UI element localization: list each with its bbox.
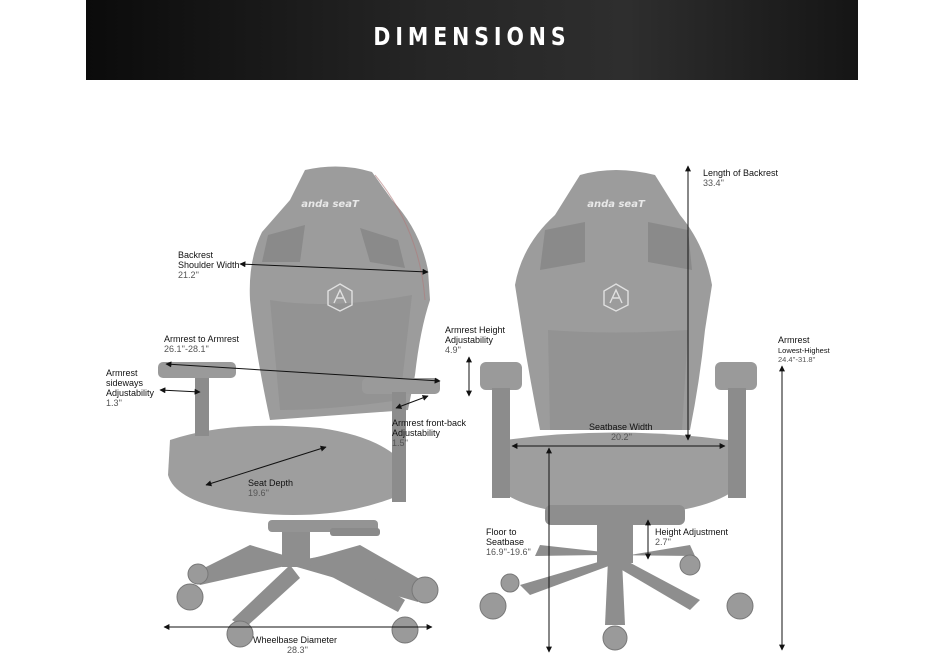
label-value: 24.4''-31.8'' [778, 355, 816, 364]
label-floor-to-seatbase: Floor to Seatbase 16.9''-19.6'' [486, 527, 531, 557]
label-value: 26.1''-28.1'' [164, 344, 209, 354]
label-text: Wheelbase Diameter [253, 635, 338, 645]
label-text: Armrest [106, 368, 138, 378]
label-value: 16.9''-19.6'' [486, 547, 531, 557]
label-value: 33.4'' [703, 178, 724, 188]
label-text: Height Adjustment [655, 527, 729, 537]
label-armrest-to-armrest: Armrest to Armrest 26.1''-28.1'' [164, 334, 239, 354]
arrow-armrest-to-armrest [165, 361, 441, 384]
label-text: Adjustability [106, 388, 155, 398]
arrow-armrest-front-back [395, 395, 429, 409]
page-title: DIMENSIONS [373, 22, 571, 51]
label-text: Adjustability [392, 428, 441, 438]
label-text: sideways [106, 378, 144, 388]
label-text: Armrest Height [445, 325, 506, 335]
label-text: Seat Depth [248, 478, 294, 488]
arrow-armrest-sideways [159, 387, 201, 395]
label-text: Adjustability [445, 335, 494, 345]
label-subtext: Lowest-Highest [778, 346, 830, 355]
label-value: 2.7'' [655, 537, 671, 547]
brand-logo-right: anda seaT [587, 199, 646, 210]
chair-right-illustration: anda seaT [479, 170, 757, 651]
label-value: 1.5'' [392, 438, 408, 448]
label-value: 28.3'' [287, 645, 308, 655]
header-banner: DIMENSIONS [86, 0, 858, 80]
label-text: Armrest [778, 335, 810, 345]
label-height-adjustment: Height Adjustment 2.7'' [655, 527, 728, 547]
label-armrest-height: Armrest Height Adjustability 4.9'' [445, 325, 505, 355]
label-armrest-front-back: Armrest front-back Adjustability 1.5'' [392, 418, 466, 448]
arrow-seat-depth [205, 445, 327, 487]
label-value: 20.2'' [611, 432, 632, 442]
label-wheelbase-diameter: Wheelbase Diameter 28.3'' [253, 635, 337, 655]
label-text: Length of Backrest [703, 168, 779, 178]
label-text: Backrest [178, 250, 214, 260]
emblem-icon [327, 283, 353, 312]
label-armrest-sideways: Armrest sideways Adjustability 1.3'' [106, 368, 154, 408]
label-text: Floor to [486, 527, 517, 537]
label-value: 19.6'' [248, 488, 269, 498]
label-value: 4.9'' [445, 345, 461, 355]
label-armrest-lowest-highest: Armrest Lowest-Highest 24.4''-31.8'' [778, 335, 830, 364]
dimension-arrows [159, 165, 785, 653]
label-text: Seatbase Width [589, 422, 653, 432]
label-backrest-shoulder-width: Backrest Shoulder Width 21.2'' [178, 250, 240, 280]
label-value: 1.3'' [106, 398, 122, 408]
label-text: Shoulder Width [178, 260, 240, 270]
arrow-backrest-shoulder-width [239, 261, 429, 275]
label-text: Seatbase [486, 537, 525, 547]
brand-logo-left: anda seaT [301, 199, 360, 210]
emblem-icon [603, 283, 629, 312]
label-length-of-backrest: Length of Backrest 33.4'' [703, 168, 778, 188]
label-seatbase-width: Seatbase Width 20.2'' [589, 422, 653, 442]
chair-left-illustration: anda seaT [158, 166, 440, 648]
label-seat-depth: Seat Depth 19.6'' [248, 478, 293, 498]
label-text: Armrest to Armrest [164, 334, 240, 344]
label-value: 21.2'' [178, 270, 199, 280]
label-text: Armrest front-back [392, 418, 467, 428]
